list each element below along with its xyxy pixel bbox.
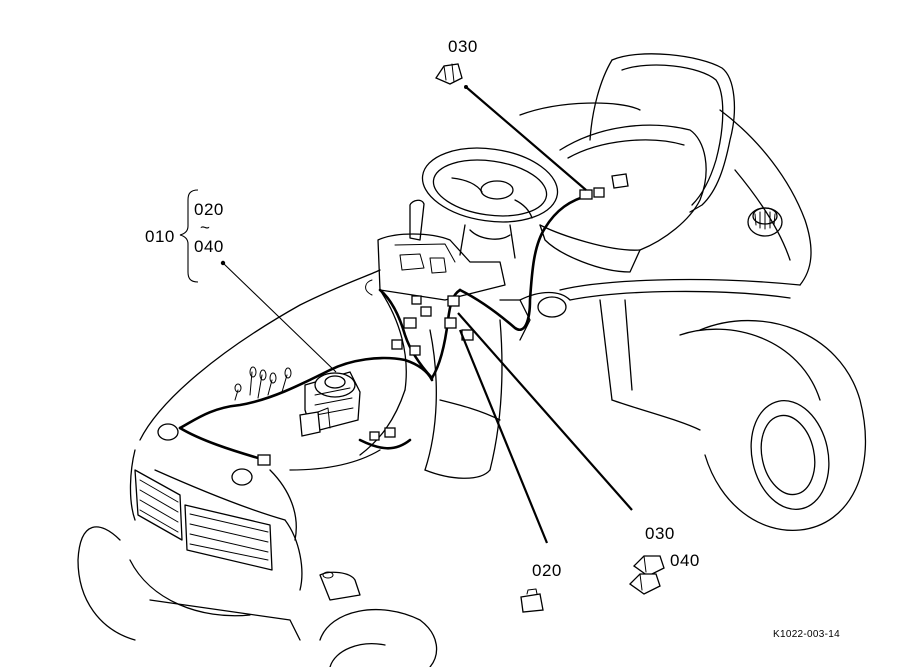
relay-socket [447, 295, 460, 307]
rear-fender [519, 102, 812, 401]
callout-arrows [220, 85, 633, 544]
relay-socket [444, 317, 457, 329]
connector-block [384, 427, 396, 438]
hood [129, 269, 531, 591]
connector-block [420, 306, 432, 317]
front-grille [134, 469, 273, 571]
part-030-040-bottom [628, 555, 665, 595]
part-020-bottom [520, 588, 544, 613]
connector-block [257, 454, 271, 466]
connector-block [411, 295, 422, 305]
figure-reference: K1022-003-14 [773, 629, 840, 640]
seat [539, 53, 736, 273]
connector-block [369, 431, 380, 441]
seat-switch-connector [593, 187, 605, 198]
range-bracket [179, 189, 199, 283]
wiring-harness [178, 193, 592, 462]
dashboard [377, 199, 506, 301]
harness-connectors [257, 173, 629, 466]
connector-block [391, 339, 403, 350]
callout-040-bottom: 040 [670, 551, 700, 570]
tractor-illustration [77, 53, 867, 667]
callout-range-tilde: ~ [200, 218, 210, 237]
callout-030-top: 030 [448, 37, 478, 56]
engine-assembly [299, 371, 361, 437]
part-030-top [435, 63, 463, 85]
callout-040-range-end: 040 [194, 237, 224, 256]
fuel-cap [747, 207, 783, 237]
callout-020-range-start: 020 [194, 200, 224, 219]
callout-030-bottom: 030 [645, 524, 675, 543]
seat-switch-connector [579, 189, 593, 200]
front-wheels [77, 526, 438, 667]
callout-020-bottom: 020 [532, 561, 562, 580]
rear-wheel-right [611, 319, 867, 531]
connector-block [409, 345, 421, 356]
steering-wheel [421, 147, 559, 259]
step-panel [439, 291, 571, 421]
seat-switch [611, 173, 629, 189]
callout-010: 010 [145, 227, 175, 246]
connector-block [403, 317, 417, 329]
headlights [157, 423, 253, 486]
